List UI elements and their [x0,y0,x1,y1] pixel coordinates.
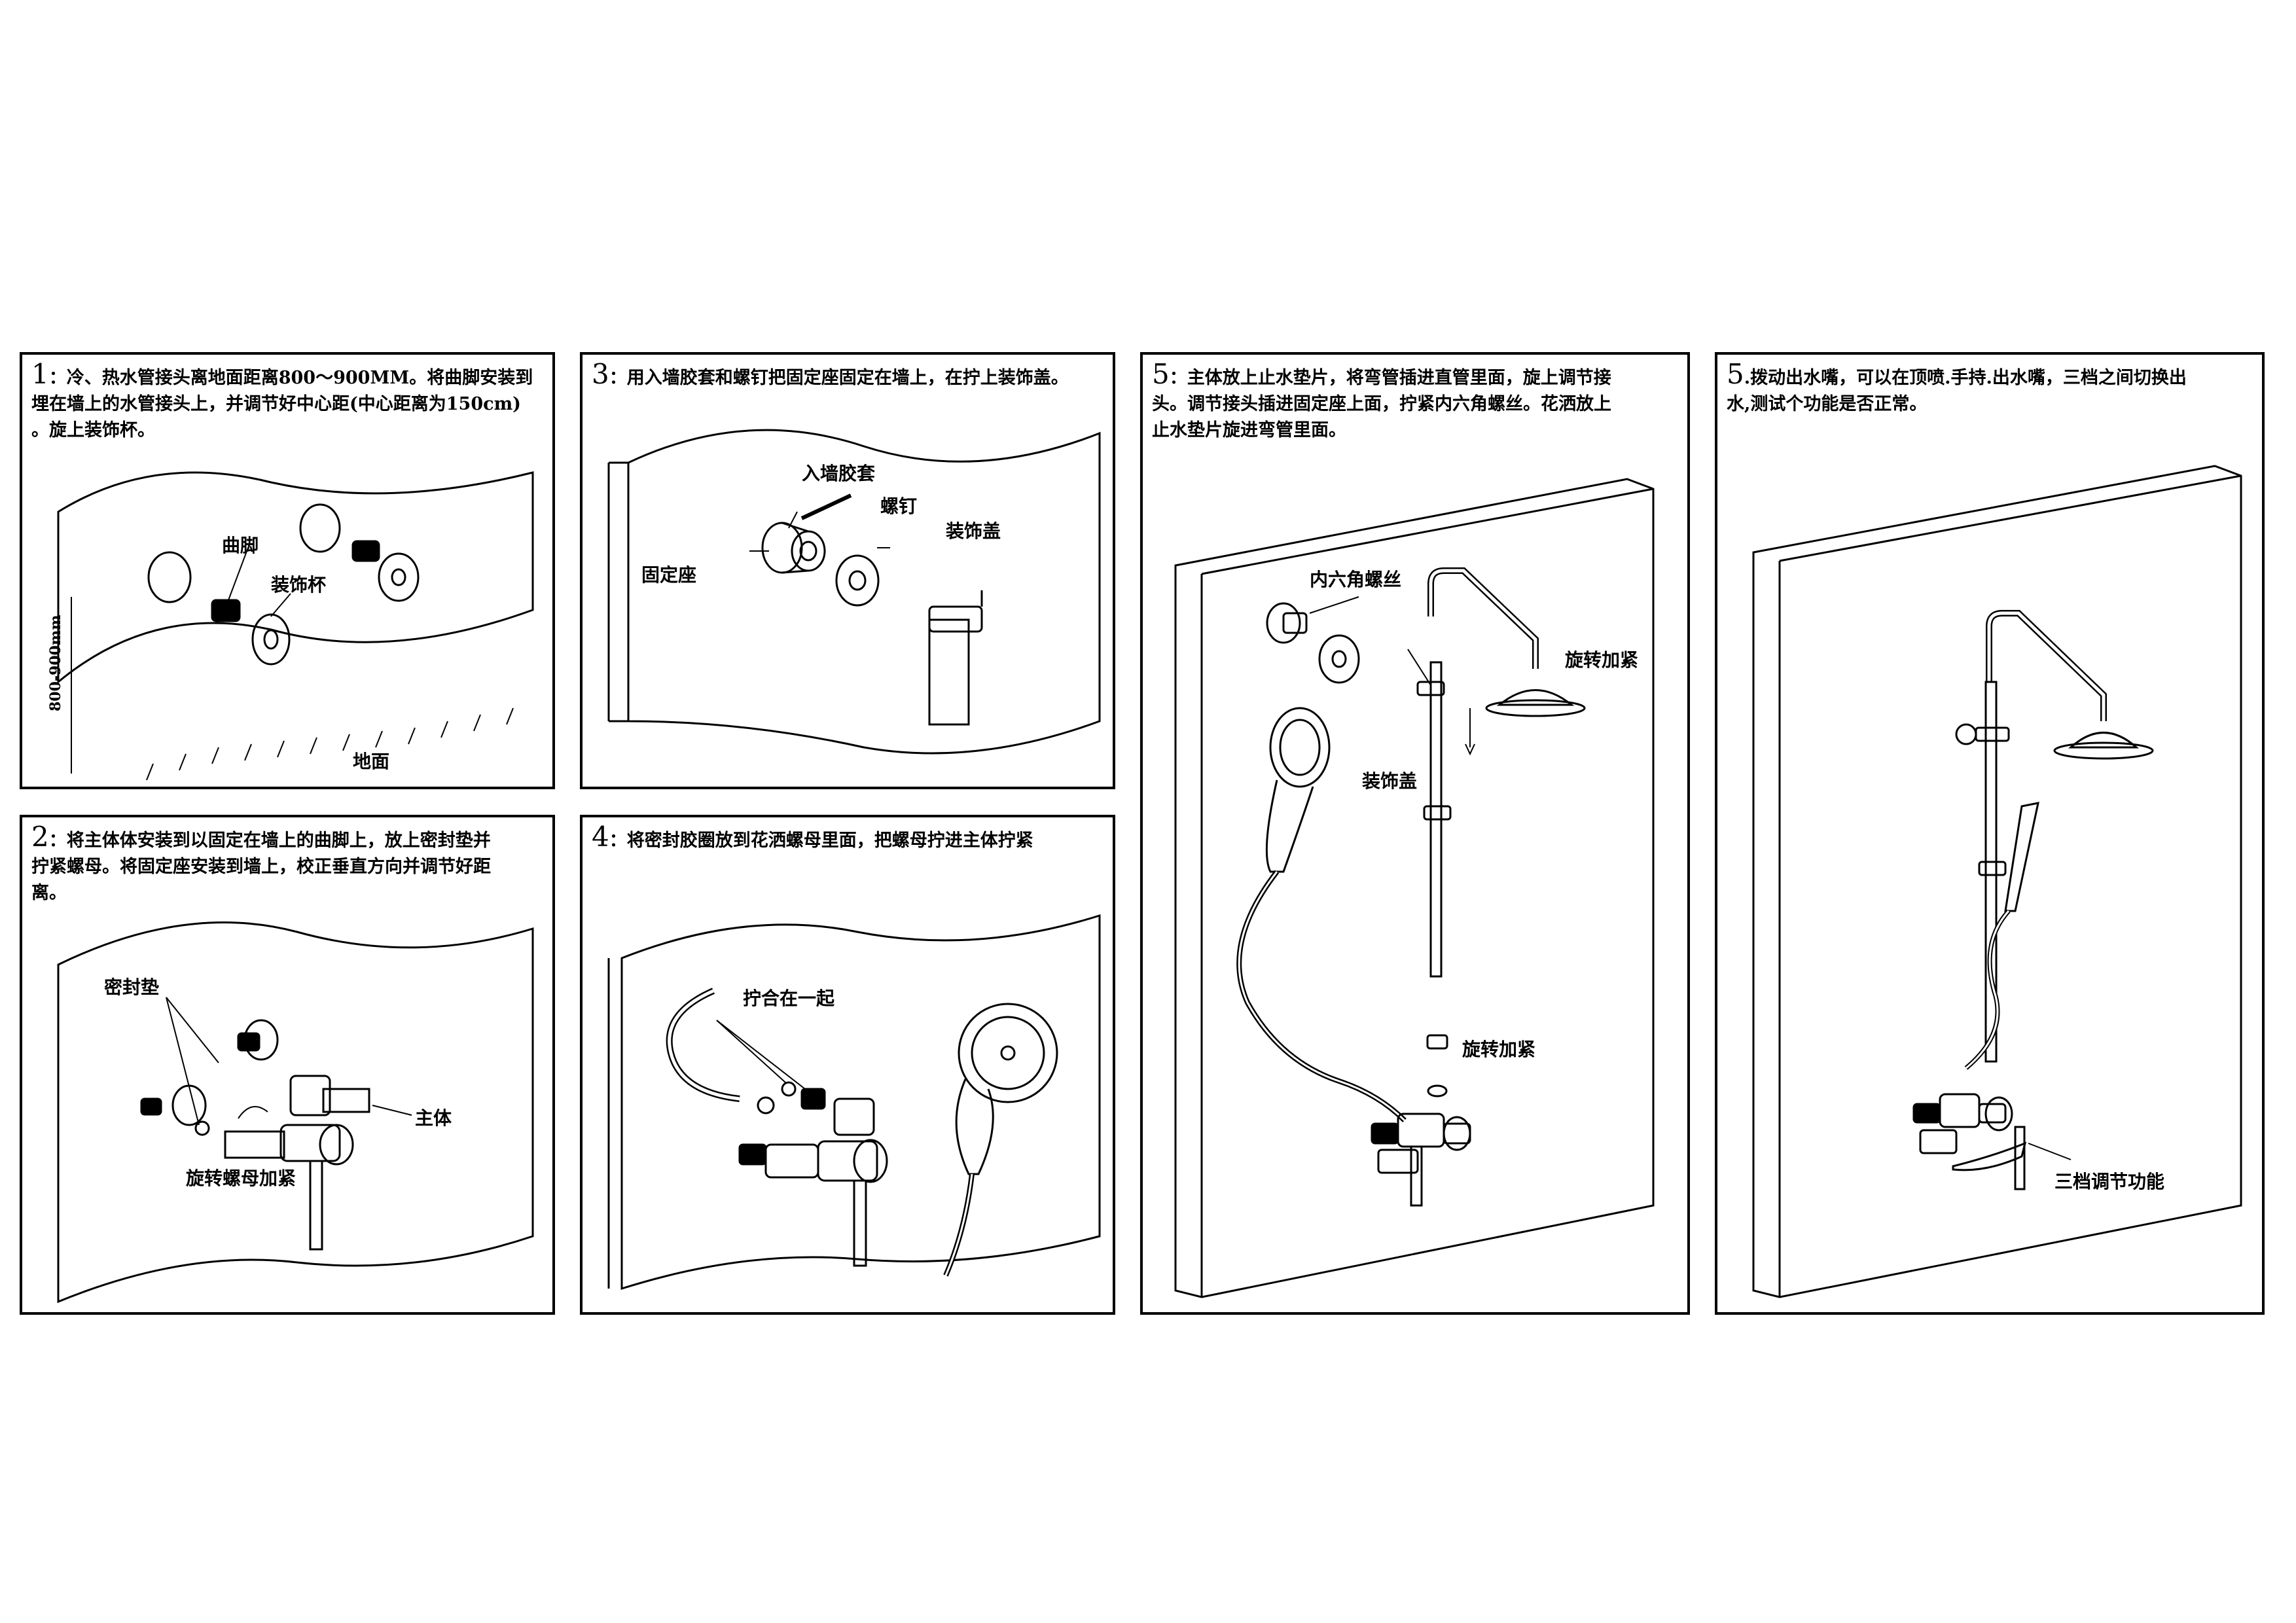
label-screw: 螺钉 [880,495,918,517]
step-1-instruction: 1：冷、热水管接头离地面距离800～900MM。将曲脚安装到 埋在墙上的水管接头… [31,361,533,444]
label-wall-anchor: 入墙胶套 [802,463,876,484]
step-4-instruction: 4：将密封胶圈放到花洒螺母里面，把螺母拧进主体拧紧 [592,821,1033,854]
shower-assembly-illustration [1143,355,1693,1317]
panel-step-3: 3：用入墙胶套和螺钉把固定座固定在墙上，在拧上装饰盖。 入墙胶套 螺钉 装饰盖 … [580,352,1115,789]
label-rotate-top: 旋转加紧 [1565,649,1639,671]
step-number: 2 [31,821,49,853]
step-number: 4 [592,821,609,853]
label-body: 主体 [415,1107,452,1129]
step-text: ：将密封胶圈放到花洒螺母里面，把螺母拧进主体拧紧 [609,830,1033,851]
label-cover: 装饰盖 [946,520,1001,542]
label-gasket: 密封垫 [104,976,160,998]
finished-shower-illustration [1717,355,2267,1317]
label-cup: 装饰杯 [271,574,327,596]
step-number: 1 [31,358,49,390]
step-5-instruction: 5：主体放上止水垫片，将弯管插进直管里面，旋上调节接 头。调节接头插进固定座上面… [1152,361,1611,444]
step-6-instruction: 5.拨动出水嘴，可以在顶喷.手持.出水嘴，三档之间切换出 水,测试个功能是否正常… [1727,361,2187,418]
label-elbow: 曲脚 [222,535,259,556]
label-rotate-bottom: 旋转加紧 [1462,1039,1536,1060]
label-distance: 800-900mm [47,615,64,711]
label-cover: 装饰盖 [1362,770,1418,792]
step-text: .拨动出水嘴，可以在顶喷.手持.出水嘴，三档之间切换出 水,测试个功能是否正常。 [1727,368,2187,414]
step-number: 5 [1152,358,1170,390]
panel-step-1: 1：冷、热水管接头离地面距离800～900MM。将曲脚安装到 埋在墙上的水管接头… [20,352,555,789]
step-number: 5 [1727,358,1744,390]
panel-step-4: 4：将密封胶圈放到花洒螺母里面，把螺母拧进主体拧紧 拧合在一起 [580,815,1115,1315]
step-text: ：冷、热水管接头离地面距离800～900MM。将曲脚安装到 埋在墙上的水管接头上… [31,368,533,440]
label-tighten-nut: 旋转螺母加紧 [186,1168,296,1189]
step-text: ：用入墙胶套和螺钉把固定座固定在墙上，在拧上装饰盖。 [609,368,1069,388]
body-install-illustration [22,817,558,1317]
panel-step-6: 5.拨动出水嘴，可以在顶喷.手持.出水嘴，三档之间切换出 水,测试个功能是否正常… [1715,352,2265,1315]
label-floor: 地面 [353,751,390,772]
step-text: ：主体放上止水垫片，将弯管插进直管里面，旋上调节接 头。调节接头插进固定座上面，… [1152,368,1611,440]
label-three-mode: 三档调节功能 [2054,1171,2165,1192]
wall-pipe-illustration [22,355,558,792]
step-3-instruction: 3：用入墙胶套和螺钉把固定座固定在墙上，在拧上装饰盖。 [592,361,1069,391]
step-2-instruction: 2：将主体体安装到以固定在墙上的曲脚上，放上密封垫并 拧紧螺母。将固定座安装到墙… [31,821,491,906]
step-text: ：将主体体安装到以固定在墙上的曲脚上，放上密封垫并 拧紧螺母。将固定座安装到墙上… [31,830,491,903]
panel-step-5: 5：主体放上止水垫片，将弯管插进直管里面，旋上调节接 头。调节接头插进固定座上面… [1140,352,1690,1315]
panel-step-2: 2：将主体体安装到以固定在墙上的曲脚上，放上密封垫并 拧紧螺母。将固定座安装到墙… [20,815,555,1315]
mount-seat-illustration [583,355,1118,792]
label-hex-screw: 内六角螺丝 [1310,569,1402,590]
hose-connection-illustration [583,817,1118,1317]
step-number: 3 [592,358,609,390]
label-mount-seat: 固定座 [641,564,697,586]
label-screw-together: 拧合在一起 [743,988,835,1009]
